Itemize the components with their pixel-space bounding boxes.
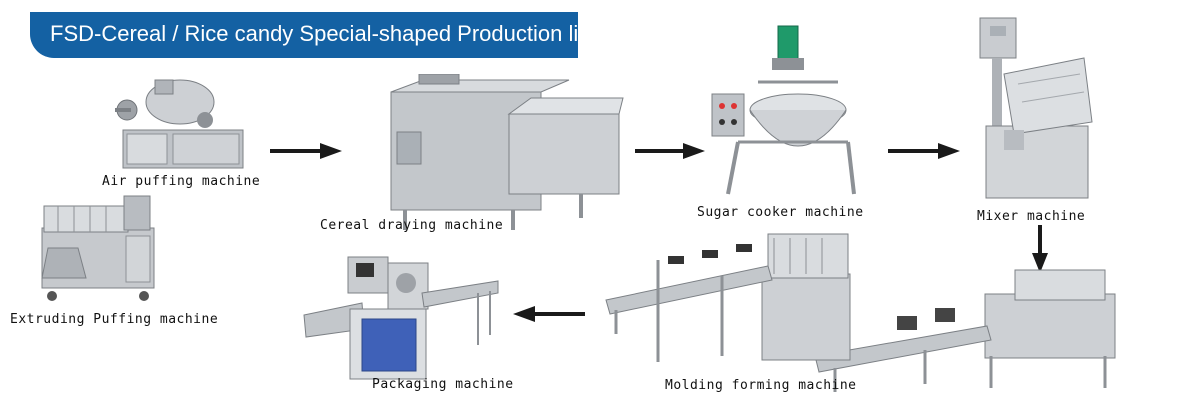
packaging-machine-image: [302, 253, 502, 381]
mixer-machine-label: Mixer machine: [977, 209, 1086, 224]
air-puffing-machine-label: Air puffing machine: [102, 174, 261, 189]
sugar-cooker-machine-image: [708, 22, 858, 198]
arrow-right-icon: [635, 141, 705, 161]
page-title: FSD-Cereal / Rice candy Special-shaped P…: [50, 21, 578, 46]
cereal-drying-machine-image: [383, 74, 625, 232]
mixer-machine-image: [974, 14, 1096, 200]
arrow-left-icon: [513, 304, 585, 324]
cereal-drying-machine-label: Cereal draying machine: [320, 218, 504, 233]
extruding-puffing-machine-image: [38, 188, 160, 306]
packaging-machine-label: Packaging machine: [372, 377, 514, 392]
title-banner: FSD-Cereal / Rice candy Special-shaped P…: [30, 12, 578, 58]
forming-conveyor-line-image: [815, 264, 1120, 394]
molding-forming-machine-label: Molding forming machine: [665, 378, 857, 393]
extruding-puffing-machine-label: Extruding Puffing machine: [10, 312, 219, 327]
arrow-down-icon: [1030, 225, 1050, 273]
arrow-right-icon: [888, 141, 960, 161]
molding-forming-machine-image: [602, 230, 854, 368]
sugar-cooker-machine-label: Sugar cooker machine: [697, 205, 864, 220]
arrow-right-icon: [270, 141, 342, 161]
air-puffing-machine-image: [105, 70, 245, 170]
